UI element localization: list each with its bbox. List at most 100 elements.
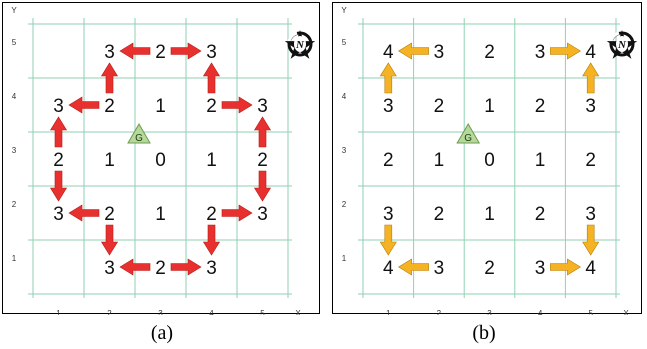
cell-value: 3 bbox=[434, 42, 445, 63]
arrow-right-icon bbox=[550, 42, 581, 60]
grid-lines bbox=[358, 18, 620, 298]
goal-label: G bbox=[464, 133, 472, 144]
arrow-right-icon bbox=[221, 204, 253, 222]
arrow-down-icon bbox=[253, 170, 272, 202]
caption-a: (a) bbox=[150, 322, 174, 344]
arrow-up-icon bbox=[253, 116, 272, 148]
compass-letter: N bbox=[617, 39, 627, 51]
x-axis-label: X bbox=[295, 309, 301, 315]
cell-value: 4 bbox=[383, 42, 394, 63]
compass-letter: N bbox=[295, 39, 305, 51]
arrow-right-icon bbox=[170, 258, 202, 276]
cell-value: 3 bbox=[535, 258, 546, 279]
cell-value: 2 bbox=[535, 96, 546, 117]
cell-value: 2 bbox=[206, 204, 217, 225]
y-tick-label: 2 bbox=[342, 200, 347, 209]
arrow-up-icon bbox=[202, 62, 221, 94]
cell-value: 2 bbox=[155, 42, 166, 63]
cell-value: 3 bbox=[257, 96, 268, 117]
cell-value: 3 bbox=[104, 42, 115, 63]
cell-value: 3 bbox=[383, 204, 394, 225]
x-tick-label: 4 bbox=[209, 309, 214, 315]
arrow-right-icon bbox=[221, 96, 253, 114]
cell-value: 2 bbox=[484, 258, 495, 279]
y-tick-label: 3 bbox=[342, 146, 347, 155]
x-tick-label: 1 bbox=[56, 309, 61, 315]
arrow-left-icon bbox=[68, 96, 100, 114]
cell-value: 2 bbox=[53, 150, 64, 171]
arrow-down-icon bbox=[379, 224, 397, 256]
goal-marker-icon: G bbox=[456, 123, 481, 144]
y-tick-label: 3 bbox=[12, 146, 17, 155]
arrow-up-icon bbox=[49, 116, 68, 148]
compass-icon: N bbox=[284, 30, 316, 59]
arrow-left-icon bbox=[398, 258, 429, 276]
goal-label: G bbox=[135, 133, 143, 144]
compass-center bbox=[294, 36, 306, 52]
cell-value: 0 bbox=[484, 150, 495, 171]
cell-value: 2 bbox=[104, 96, 115, 117]
x-tick-label: 2 bbox=[437, 309, 442, 315]
goal-triangle bbox=[456, 123, 481, 144]
x-tick-label: 2 bbox=[107, 309, 112, 315]
cell-value: 3 bbox=[206, 42, 217, 63]
cell-value: 2 bbox=[383, 150, 394, 171]
cell-value: 3 bbox=[585, 204, 596, 225]
cell-value: 1 bbox=[484, 96, 495, 117]
arrow-right-icon bbox=[170, 42, 202, 60]
arrow-up-icon bbox=[379, 62, 397, 94]
arrow-up-icon bbox=[100, 62, 119, 94]
x-tick-label: 5 bbox=[588, 309, 593, 315]
arrow-down-icon bbox=[49, 170, 68, 202]
cell-value: 2 bbox=[585, 150, 596, 171]
cell-value: 2 bbox=[155, 258, 166, 279]
grid-lines bbox=[28, 18, 292, 298]
cell-value: 4 bbox=[585, 42, 596, 63]
cell-value: 3 bbox=[257, 204, 268, 225]
cell-value: 1 bbox=[104, 150, 115, 171]
x-axis-label: X bbox=[623, 309, 629, 315]
cell-value: 1 bbox=[535, 150, 546, 171]
y-tick-label: 5 bbox=[342, 38, 347, 47]
cell-value: 1 bbox=[155, 204, 166, 225]
cell-value: 0 bbox=[155, 150, 166, 171]
cell-value: 3 bbox=[585, 96, 596, 117]
arrow-down-icon bbox=[202, 224, 221, 256]
cell-value: 1 bbox=[206, 150, 217, 171]
cell-value: 3 bbox=[383, 96, 394, 117]
cell-value: 2 bbox=[104, 204, 115, 225]
x-tick-label: 4 bbox=[538, 309, 543, 315]
arrow-left-icon bbox=[398, 42, 429, 60]
cell-value: 3 bbox=[535, 42, 546, 63]
goal-marker-icon: G bbox=[127, 123, 151, 144]
y-tick-label: 4 bbox=[12, 92, 17, 101]
cell-value: 4 bbox=[585, 258, 596, 279]
cell-value: 1 bbox=[484, 204, 495, 225]
arrow-up-icon bbox=[582, 62, 600, 94]
x-tick-label: 3 bbox=[158, 309, 163, 315]
cell-value: 2 bbox=[434, 204, 445, 225]
cell-value: 2 bbox=[535, 204, 546, 225]
arrow-left-icon bbox=[119, 258, 151, 276]
x-tick-label: 5 bbox=[260, 309, 265, 315]
cell-value: 4 bbox=[383, 258, 394, 279]
y-axis-label: Y bbox=[341, 6, 347, 15]
cell-value: 3 bbox=[434, 258, 445, 279]
cell-value: 2 bbox=[484, 42, 495, 63]
x-tick-label: 3 bbox=[487, 309, 492, 315]
arrow-right-icon bbox=[550, 258, 581, 276]
cell-value: 3 bbox=[53, 204, 64, 225]
compass-icon: N bbox=[606, 30, 638, 59]
cell-value: 2 bbox=[434, 96, 445, 117]
arrow-down-icon bbox=[100, 224, 119, 256]
cell-value: 3 bbox=[53, 96, 64, 117]
cell-value: 2 bbox=[206, 96, 217, 117]
x-tick-label: 1 bbox=[386, 309, 391, 315]
y-tick-label: 5 bbox=[12, 38, 17, 47]
caption-b: (b) bbox=[472, 322, 496, 344]
cell-value: 2 bbox=[257, 150, 268, 171]
